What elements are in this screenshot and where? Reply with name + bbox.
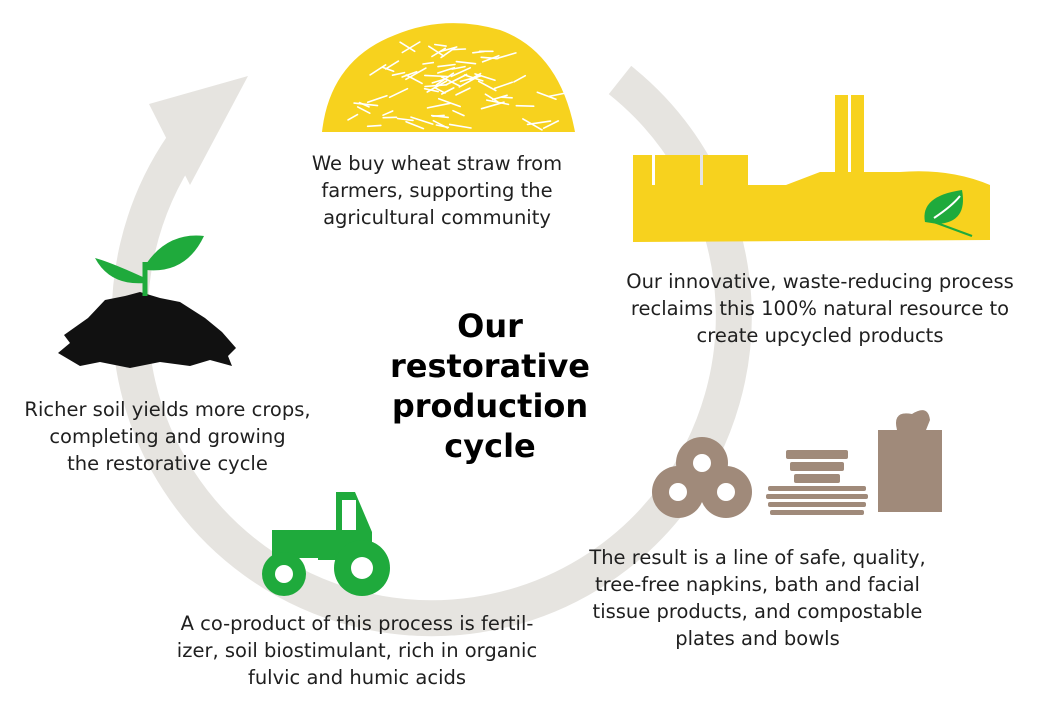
- caption-line: completing and growing: [49, 425, 286, 448]
- caption-line: tissue products, and compostable: [592, 600, 923, 623]
- title-line: production: [391, 387, 589, 425]
- leaf-icon: [924, 190, 963, 224]
- caption-line: farmers, supporting the: [321, 179, 553, 202]
- step-caption-co-product: A co-product of this process is fertil- …: [152, 610, 562, 691]
- step-caption-products: The result is a line of safe, quality, t…: [565, 544, 950, 652]
- title-line: Our: [457, 307, 523, 345]
- step-caption-soil: Richer soil yields more crops, completin…: [5, 396, 330, 477]
- caption-line: We buy wheat straw from: [311, 152, 563, 175]
- leaf-icon: [146, 235, 204, 271]
- title-line: restorative: [389, 347, 590, 385]
- cycle-arrow-head: [149, 76, 248, 185]
- caption-line: Richer soil yields more crops,: [24, 398, 311, 421]
- caption-line: the restorative cycle: [67, 452, 268, 475]
- factory-leaf-icon: [633, 95, 990, 242]
- caption-line: tree-free napkins, bath and facial: [595, 573, 920, 596]
- sprout-soil-icon: [58, 235, 236, 368]
- leaf-icon: [95, 258, 145, 284]
- caption-line: izer, soil biostimulant, rich in organic: [176, 639, 538, 662]
- step-caption-wheat-straw: We buy wheat straw from farmers, support…: [282, 150, 592, 231]
- soil-mound-icon: [58, 292, 236, 368]
- caption-line: fulvic and humic acids: [247, 666, 467, 689]
- cycle-title: Our restorative production cycle: [340, 306, 640, 466]
- caption-line: agricultural community: [323, 206, 551, 229]
- caption-line: reclaims this 100% natural resource to: [630, 297, 1010, 320]
- plates-bowls-icon: [766, 450, 868, 515]
- caption-line: create upcycled products: [696, 324, 944, 347]
- caption-line: A co-product of this process is fertil-: [180, 612, 534, 635]
- step-caption-process: Our innovative, waste-reducing process r…: [600, 268, 1040, 349]
- wheat-straw-pile-icon: [322, 23, 575, 132]
- caption-line: Our innovative, waste-reducing process: [626, 270, 1014, 293]
- title-line: cycle: [444, 427, 536, 465]
- caption-line: plates and bowls: [675, 627, 840, 650]
- paper-products-icon: [652, 410, 942, 518]
- caption-line: The result is a line of safe, quality,: [589, 546, 926, 569]
- napkin-rolls-icon: [652, 437, 752, 518]
- tissue-box-icon: [878, 410, 942, 512]
